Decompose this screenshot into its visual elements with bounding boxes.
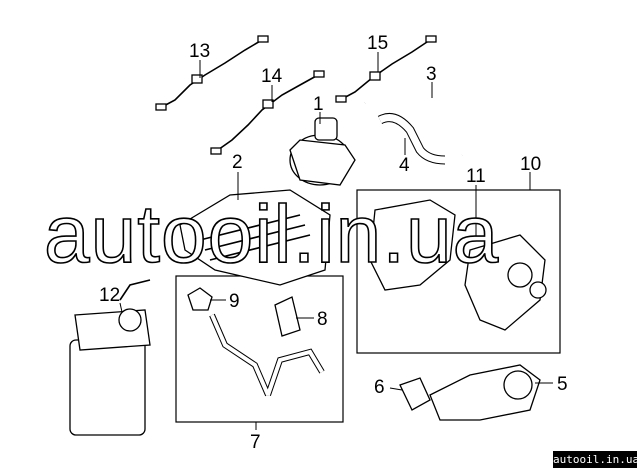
callout-11: 11 (466, 166, 486, 187)
pump-1 (289, 117, 356, 186)
watermark-badge: autooil.in.ua (553, 451, 640, 468)
callout-10: 10 (520, 154, 541, 175)
gasket-9 (187, 287, 213, 311)
callout-7: 7 (250, 432, 261, 453)
callout-3: 3 (426, 64, 437, 85)
group-box-10 (356, 189, 561, 354)
callout-2: 2 (232, 152, 243, 173)
watermark-text: autooil.in.ua (44, 189, 499, 280)
callout-5: 5 (557, 374, 568, 395)
sensor-14 (210, 70, 325, 155)
water-pump-5 (429, 364, 541, 421)
callout-1: 1 (313, 94, 324, 115)
leader-lines (119, 52, 553, 430)
egr-cooler-2 (179, 189, 331, 286)
bracket-8 (274, 296, 301, 337)
sensor-15 (335, 35, 437, 103)
callout-6: 6 (374, 377, 385, 398)
canister-12 (69, 279, 151, 436)
sensor-13 (155, 35, 269, 111)
callout-4: 4 (399, 155, 410, 176)
gasket-6 (399, 377, 431, 411)
callout-14: 14 (261, 66, 283, 87)
callout-8: 8 (317, 309, 328, 330)
callout-15: 15 (367, 33, 388, 54)
thermostat-housing-10 (369, 199, 547, 331)
callout-9: 9 (229, 291, 240, 312)
callout-13: 13 (189, 41, 210, 62)
callout-12: 12 (99, 285, 120, 306)
